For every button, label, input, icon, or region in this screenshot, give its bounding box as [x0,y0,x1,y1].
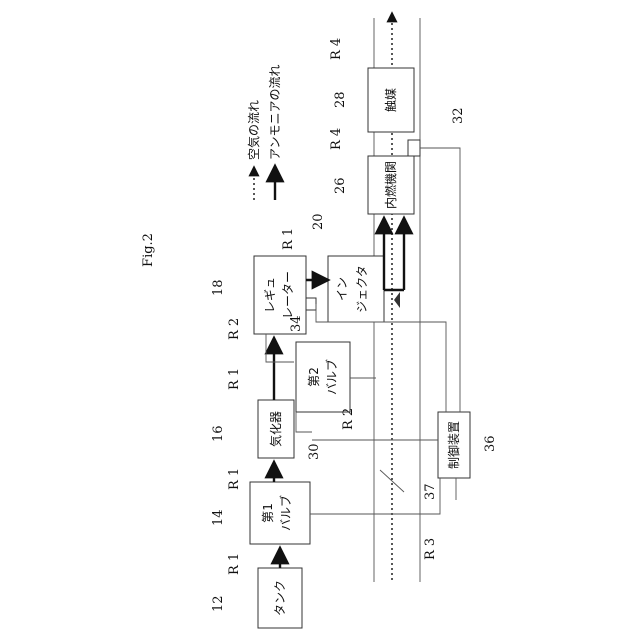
line-controller-first-valve [310,478,440,514]
legend-air-label: 空気の流れ [246,100,261,160]
regulator-label-a: レギュ [263,277,277,313]
ref-second-valve: 30 [307,443,322,460]
second-valve-label-a: 第2 [307,367,321,387]
vaporizer-label: 気化器 [268,411,283,447]
ref-regulator: 18 [211,279,226,296]
ref-sensor: 32 [451,107,466,124]
catalyst-label: 触媒 [384,88,398,112]
tank-label: タンク [273,580,287,616]
second-valve-block [296,342,350,412]
route-label-r3: R 3 [423,538,438,560]
controller-label: 制御装置 [446,421,461,469]
second-valve-label-b: バルブ [324,359,339,395]
ref-engine: 26 [333,177,348,194]
ref-first-valve: 14 [211,509,226,526]
sensor-box [408,140,420,156]
route-label-r4-middle: R 4 [329,128,344,150]
regulator-label-b: レーター [281,271,295,319]
ref-throttle: 37 [423,483,438,500]
route-label-r2-lower: R 2 [341,408,356,430]
line-vaporizer-bypass [296,412,312,432]
route-label-r1-tank: R 1 [227,553,242,575]
legend-ammonia-label: アンモニアの流れ [268,64,282,160]
pressure-sensor-box [306,298,316,310]
ref-injector: 20 [311,213,326,230]
engine-label: 内燃機関 [383,161,398,209]
figure-title: Fig.2 [141,233,156,267]
injector-label-a: イン [335,277,349,301]
route-label-r1-valve: R 1 [227,468,242,490]
ref-tank: 12 [211,595,226,612]
route-label-r2-upper: R 2 [227,318,242,340]
line-controller-sensor [420,148,460,412]
route-label-r1-regulator: R 1 [281,228,296,250]
legend: 空気の流れ アンモニアの流れ [246,64,282,200]
first-valve-label-b: バルブ [278,495,293,531]
line-second-valve-regulator [266,334,294,362]
route-label-r1-vaporizer: R 1 [227,368,242,390]
injector-label-b: ジェクタ [355,265,369,313]
ref-vaporizer: 16 [211,425,226,442]
first-valve-label-a: 第1 [261,503,275,523]
ref-controller: 36 [483,435,498,452]
injector-spray [394,292,400,308]
ref-pressure-sensor: 34 [289,315,304,332]
route-label-r4-top: R 4 [329,38,344,60]
ref-catalyst: 28 [333,91,348,108]
